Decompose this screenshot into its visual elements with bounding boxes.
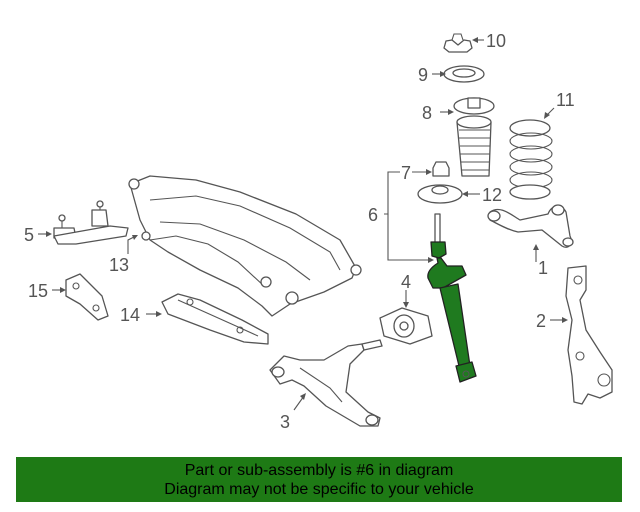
part-3-lower-arm [269, 339, 383, 427]
part-4-bushing [379, 307, 433, 345]
part-7-nut [432, 161, 450, 177]
callout-13: 13 [109, 255, 129, 275]
callout-15: 15 [28, 281, 48, 301]
part-11-coil-spring [509, 119, 553, 200]
callout-11: 11 [556, 90, 575, 110]
part-1-upper-arm [487, 204, 574, 248]
leader-lines [38, 37, 568, 411]
part-5-engine-mount [53, 200, 129, 245]
banner-line-1: Part or sub-assembly is #6 in diagram [184, 462, 454, 479]
diagram-notice-banner: Part or sub-assembly is #6 in diagram Di… [16, 457, 622, 502]
part-14-plate [161, 293, 269, 345]
callout-10: 10 [486, 31, 506, 51]
callout-1: 1 [538, 258, 548, 278]
part-13-subframe [128, 175, 362, 317]
callout-12: 12 [482, 185, 502, 205]
callout-2: 2 [536, 311, 546, 331]
callout-3: 3 [280, 412, 290, 432]
banner-line-2: Diagram may not be specific to your vehi… [164, 481, 474, 498]
callout-5: 5 [24, 225, 34, 245]
parts-diagram: 1 2 3 4 5 6 7 8 9 10 11 12 13 14 15 [24, 31, 613, 432]
callout-7: 7 [401, 163, 411, 183]
callout-9: 9 [418, 65, 428, 85]
part-8-bump-stop [453, 97, 495, 177]
part-15-bracket [65, 273, 109, 321]
part-9-washer [443, 65, 485, 83]
callout-4: 4 [401, 272, 411, 292]
part-2-knuckle [565, 265, 613, 405]
part-12-upper-mount [417, 184, 463, 204]
part-10-bracket [443, 33, 473, 53]
callout-8: 8 [422, 103, 432, 123]
part-6-shock-absorber [427, 213, 477, 383]
callout-14: 14 [120, 305, 140, 325]
callout-6: 6 [368, 205, 378, 225]
callout-labels: 1 2 3 4 5 6 7 8 9 10 11 12 13 14 15 [24, 31, 575, 432]
